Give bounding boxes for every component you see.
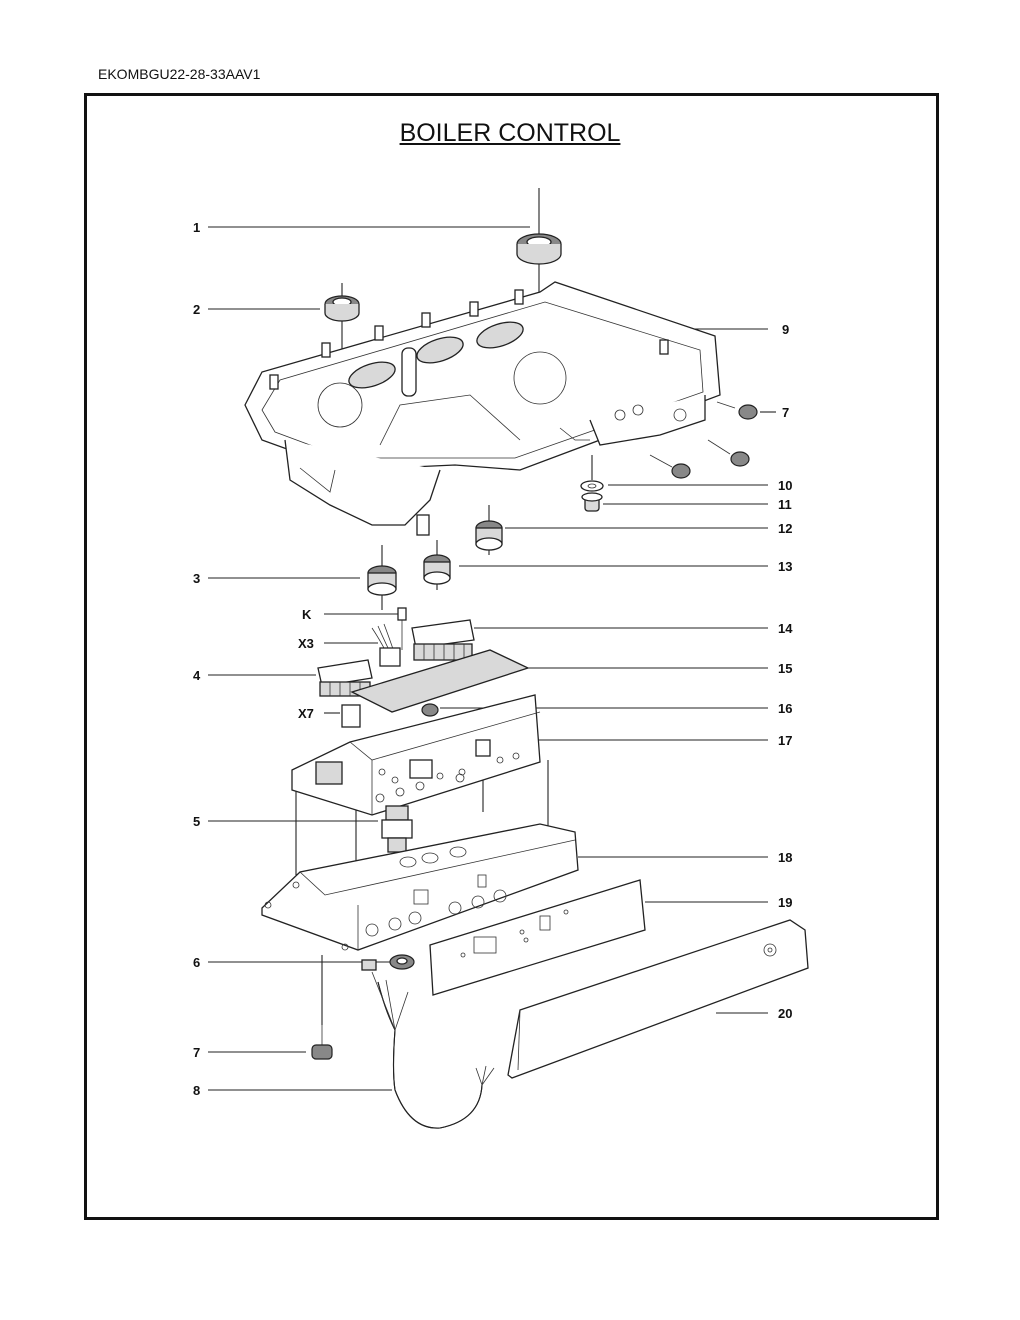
callout-9: 9 — [782, 322, 789, 337]
callout-x7: X7 — [298, 706, 314, 721]
push-button — [421, 703, 439, 717]
callout-20: 20 — [778, 1006, 792, 1021]
grommet-small — [324, 295, 360, 322]
document-code: EKOMBGU22-28-33AAV1 — [98, 66, 261, 82]
callout-7-top: 7 — [782, 405, 789, 420]
terminal-block-14 — [411, 619, 475, 661]
filter-grilles — [348, 321, 524, 389]
washer — [580, 480, 604, 492]
insulation-sheet — [350, 649, 530, 713]
cable-gland-3 — [367, 565, 397, 596]
callout-3: 3 — [193, 571, 200, 586]
cable-gland-12 — [475, 520, 503, 551]
callout-19: 19 — [778, 895, 792, 910]
cable-grommet — [361, 954, 415, 971]
callout-4: 4 — [193, 668, 201, 683]
callout-2: 2 — [193, 302, 200, 317]
callout-17: 17 — [778, 733, 792, 748]
callout-5: 5 — [193, 814, 200, 829]
connector-x7 — [341, 704, 361, 728]
callout-labels: 1 2 3 4 5 6 7 8 9 7 10 11 12 13 14 15 16… — [193, 220, 793, 1098]
control-panel-tray — [261, 823, 579, 951]
callout-1: 1 — [193, 220, 200, 235]
callout-6: 6 — [193, 955, 200, 970]
callout-12: 12 — [778, 521, 792, 536]
callout-18: 18 — [778, 850, 792, 865]
diagram-frame — [84, 93, 939, 1220]
connector-k — [397, 607, 407, 650]
sealing-plug-bottom — [311, 1025, 333, 1060]
sealing-plugs — [649, 401, 758, 479]
callout-15: 15 — [778, 661, 792, 676]
control-pcb — [291, 694, 541, 816]
fascia-plate — [429, 879, 646, 996]
front-cover — [507, 919, 809, 1079]
callout-16: 16 — [778, 701, 792, 716]
callout-13: 13 — [778, 559, 792, 574]
connector-x3 — [371, 623, 401, 667]
page-title: BOILER CONTROL — [399, 119, 621, 147]
callout-8: 8 — [193, 1083, 200, 1098]
callout-10: 10 — [778, 478, 792, 493]
control-box-housing — [244, 281, 721, 536]
callout-7-bottom: 7 — [193, 1045, 200, 1060]
housing-tabs — [269, 289, 669, 390]
callout-14: 14 — [778, 621, 793, 636]
pressure-connector — [381, 805, 413, 853]
terminal-block-4 — [317, 659, 373, 697]
bushing — [581, 492, 603, 512]
grommet-large — [516, 233, 562, 265]
callout-x3: X3 — [298, 636, 314, 651]
power-cable — [371, 971, 495, 1129]
callout-k: K — [302, 607, 312, 622]
callout-11: 11 — [778, 497, 792, 512]
cable-gland-13 — [423, 554, 451, 585]
